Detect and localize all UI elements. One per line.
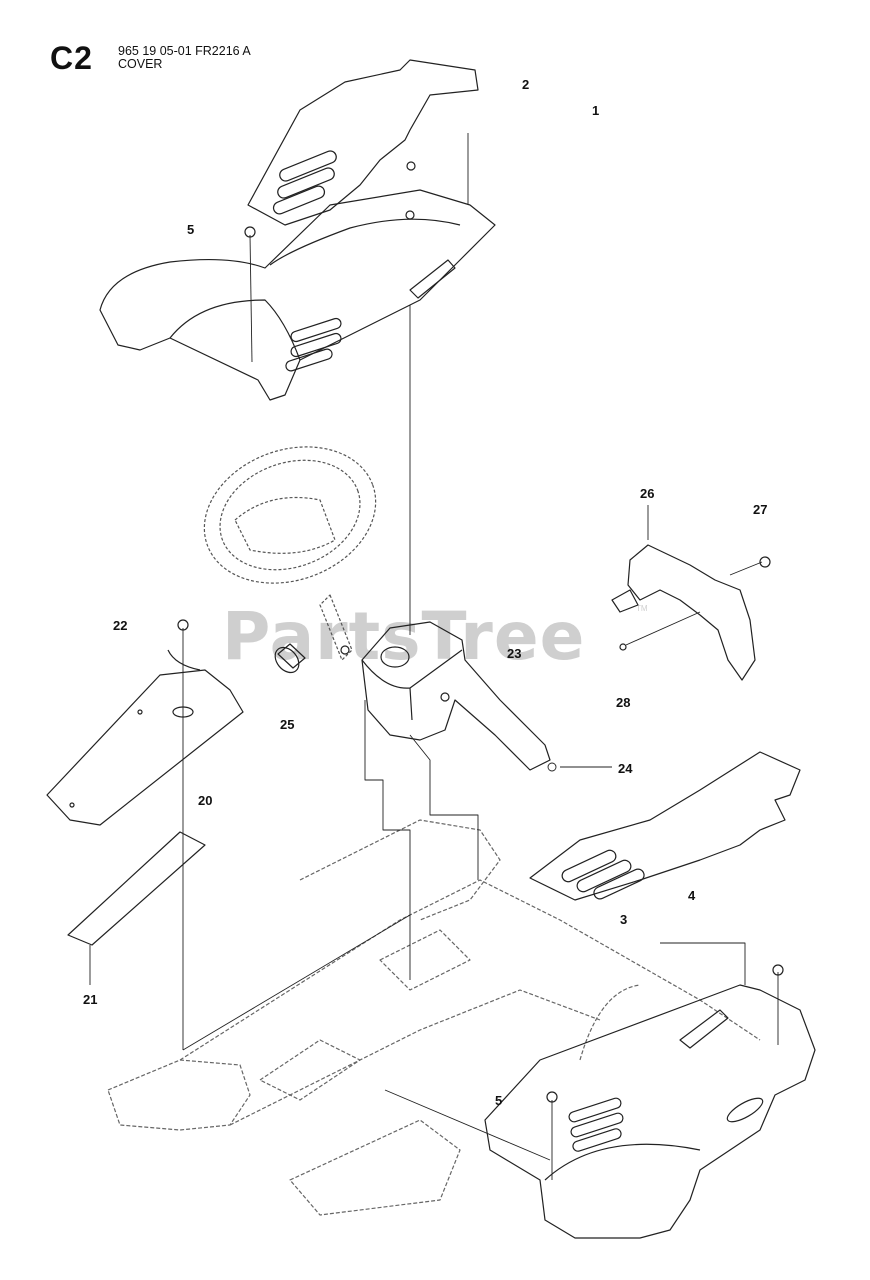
callout-26: 26 — [640, 486, 655, 501]
part-2-mat — [247, 59, 479, 226]
part-23-column-cover — [340, 621, 551, 771]
section-code: C2 — [50, 40, 93, 76]
callout-5-bottom: 5 — [495, 1093, 503, 1108]
callout-23: 23 — [507, 646, 522, 661]
part-20-panel — [46, 619, 244, 1050]
callout-4: 4 — [688, 888, 696, 903]
callout-5-top: 5 — [187, 222, 195, 237]
callout-3: 3 — [620, 912, 628, 927]
part-3-cover — [484, 942, 816, 1239]
callout-25: 25 — [280, 717, 295, 732]
callout-27: 27 — [753, 502, 768, 517]
callout-1: 1 — [592, 103, 600, 118]
watermark-trademark: TM — [636, 604, 648, 613]
chassis-frame — [107, 819, 761, 1216]
callout-24: 24 — [618, 761, 633, 776]
callout-21: 21 — [83, 992, 98, 1007]
leader-lines — [182, 305, 612, 1161]
callout-28: 28 — [616, 695, 631, 710]
drawing-title: COVER — [118, 57, 163, 71]
part-number: 965 19 05-01 FR2216 A — [118, 44, 251, 58]
watermark-text: PartsTree — [222, 598, 586, 675]
part-25-sleeve — [274, 643, 306, 674]
part-26-bracket — [611, 505, 771, 681]
steering-wheel — [203, 446, 377, 661]
callout-20: 20 — [198, 793, 213, 808]
part-4-mat — [529, 751, 801, 901]
part-21-strip — [67, 831, 206, 985]
callout-22: 22 — [113, 618, 128, 633]
part-1-cover — [99, 133, 496, 401]
callout-2: 2 — [522, 77, 530, 92]
